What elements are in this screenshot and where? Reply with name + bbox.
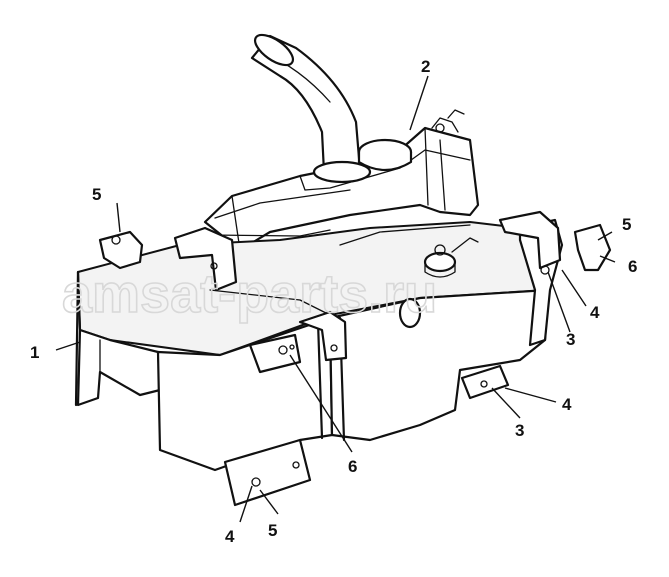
callout-2: 2 [421, 57, 430, 76]
callout-4-right: 4 [590, 303, 600, 322]
bracket-front-left [248, 333, 302, 374]
callout-3-right: 3 [566, 330, 575, 349]
leader-lines [55, 75, 616, 523]
callout-5-left: 5 [92, 185, 101, 204]
callout-5-right: 5 [622, 215, 631, 234]
upper-tank-fittings [431, 109, 465, 133]
upper-tank-cap [357, 138, 413, 172]
callout-6-right: 6 [628, 257, 637, 276]
bracket-bottom-left [223, 438, 312, 507]
bracket-bottom-right [460, 364, 510, 400]
callout-4-lower: 4 [562, 395, 572, 414]
bracket-right-top [573, 223, 612, 272]
callout-6-center: 6 [348, 457, 357, 476]
strap-left [173, 226, 238, 292]
strap-right [498, 210, 562, 275]
main-tank-body [74, 218, 564, 472]
callout-3-lower: 3 [515, 421, 524, 440]
callout-5-bottom: 5 [268, 521, 277, 540]
watermark-text: amsat-parts.ru [62, 264, 437, 324]
callouts: 1 2 3 3 4 4 4 5 5 5 6 6 [30, 57, 637, 546]
bracket-center [298, 310, 348, 362]
main-tank-cap [423, 237, 479, 278]
callout-1: 1 [30, 343, 39, 362]
filler-neck-pipe [250, 33, 372, 184]
bracket-left-top [98, 230, 144, 270]
callout-4-bottom: 4 [225, 527, 235, 546]
